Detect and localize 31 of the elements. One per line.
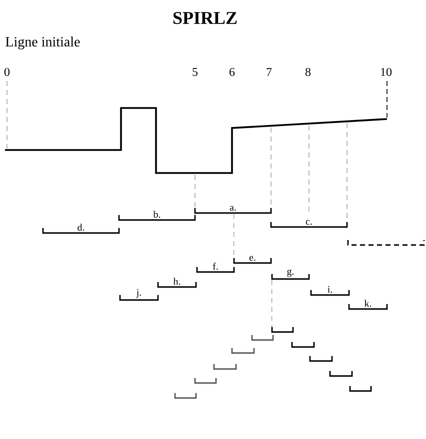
bracket <box>329 371 353 377</box>
bracket <box>347 240 425 246</box>
bracket-label: g. <box>287 270 294 277</box>
dashed-line <box>271 280 272 328</box>
bracket <box>271 327 294 333</box>
bracket-label: a. <box>230 206 236 211</box>
axis-number: 8 <box>305 68 311 76</box>
bracket <box>194 378 217 384</box>
heading-label: Ligne initiale <box>6 36 80 50</box>
bracket <box>349 386 372 392</box>
bracket-label: k. <box>364 300 372 307</box>
bracket <box>251 335 274 341</box>
bracket <box>291 342 315 348</box>
bracket-label: e. <box>249 256 256 261</box>
bracket-label: j. <box>136 289 141 298</box>
bracket-label: f. <box>212 262 218 270</box>
bracket-label: h. <box>173 278 180 285</box>
axis-number: 10 <box>381 68 392 76</box>
bracket-label: b. <box>153 210 160 218</box>
axis-number: 7 <box>266 68 272 76</box>
bracket <box>174 393 197 399</box>
bracket-label: i. <box>328 286 332 293</box>
axis-number: 5 <box>192 68 198 76</box>
bracket <box>231 348 255 354</box>
axis-number: 0 <box>4 68 10 76</box>
bracket <box>309 356 333 362</box>
axis-number: 6 <box>230 68 235 76</box>
title: SPIRLZ <box>173 12 237 24</box>
bracket-label: d. <box>78 224 84 231</box>
bracket <box>213 364 237 370</box>
bracket-label: c. <box>306 220 312 225</box>
